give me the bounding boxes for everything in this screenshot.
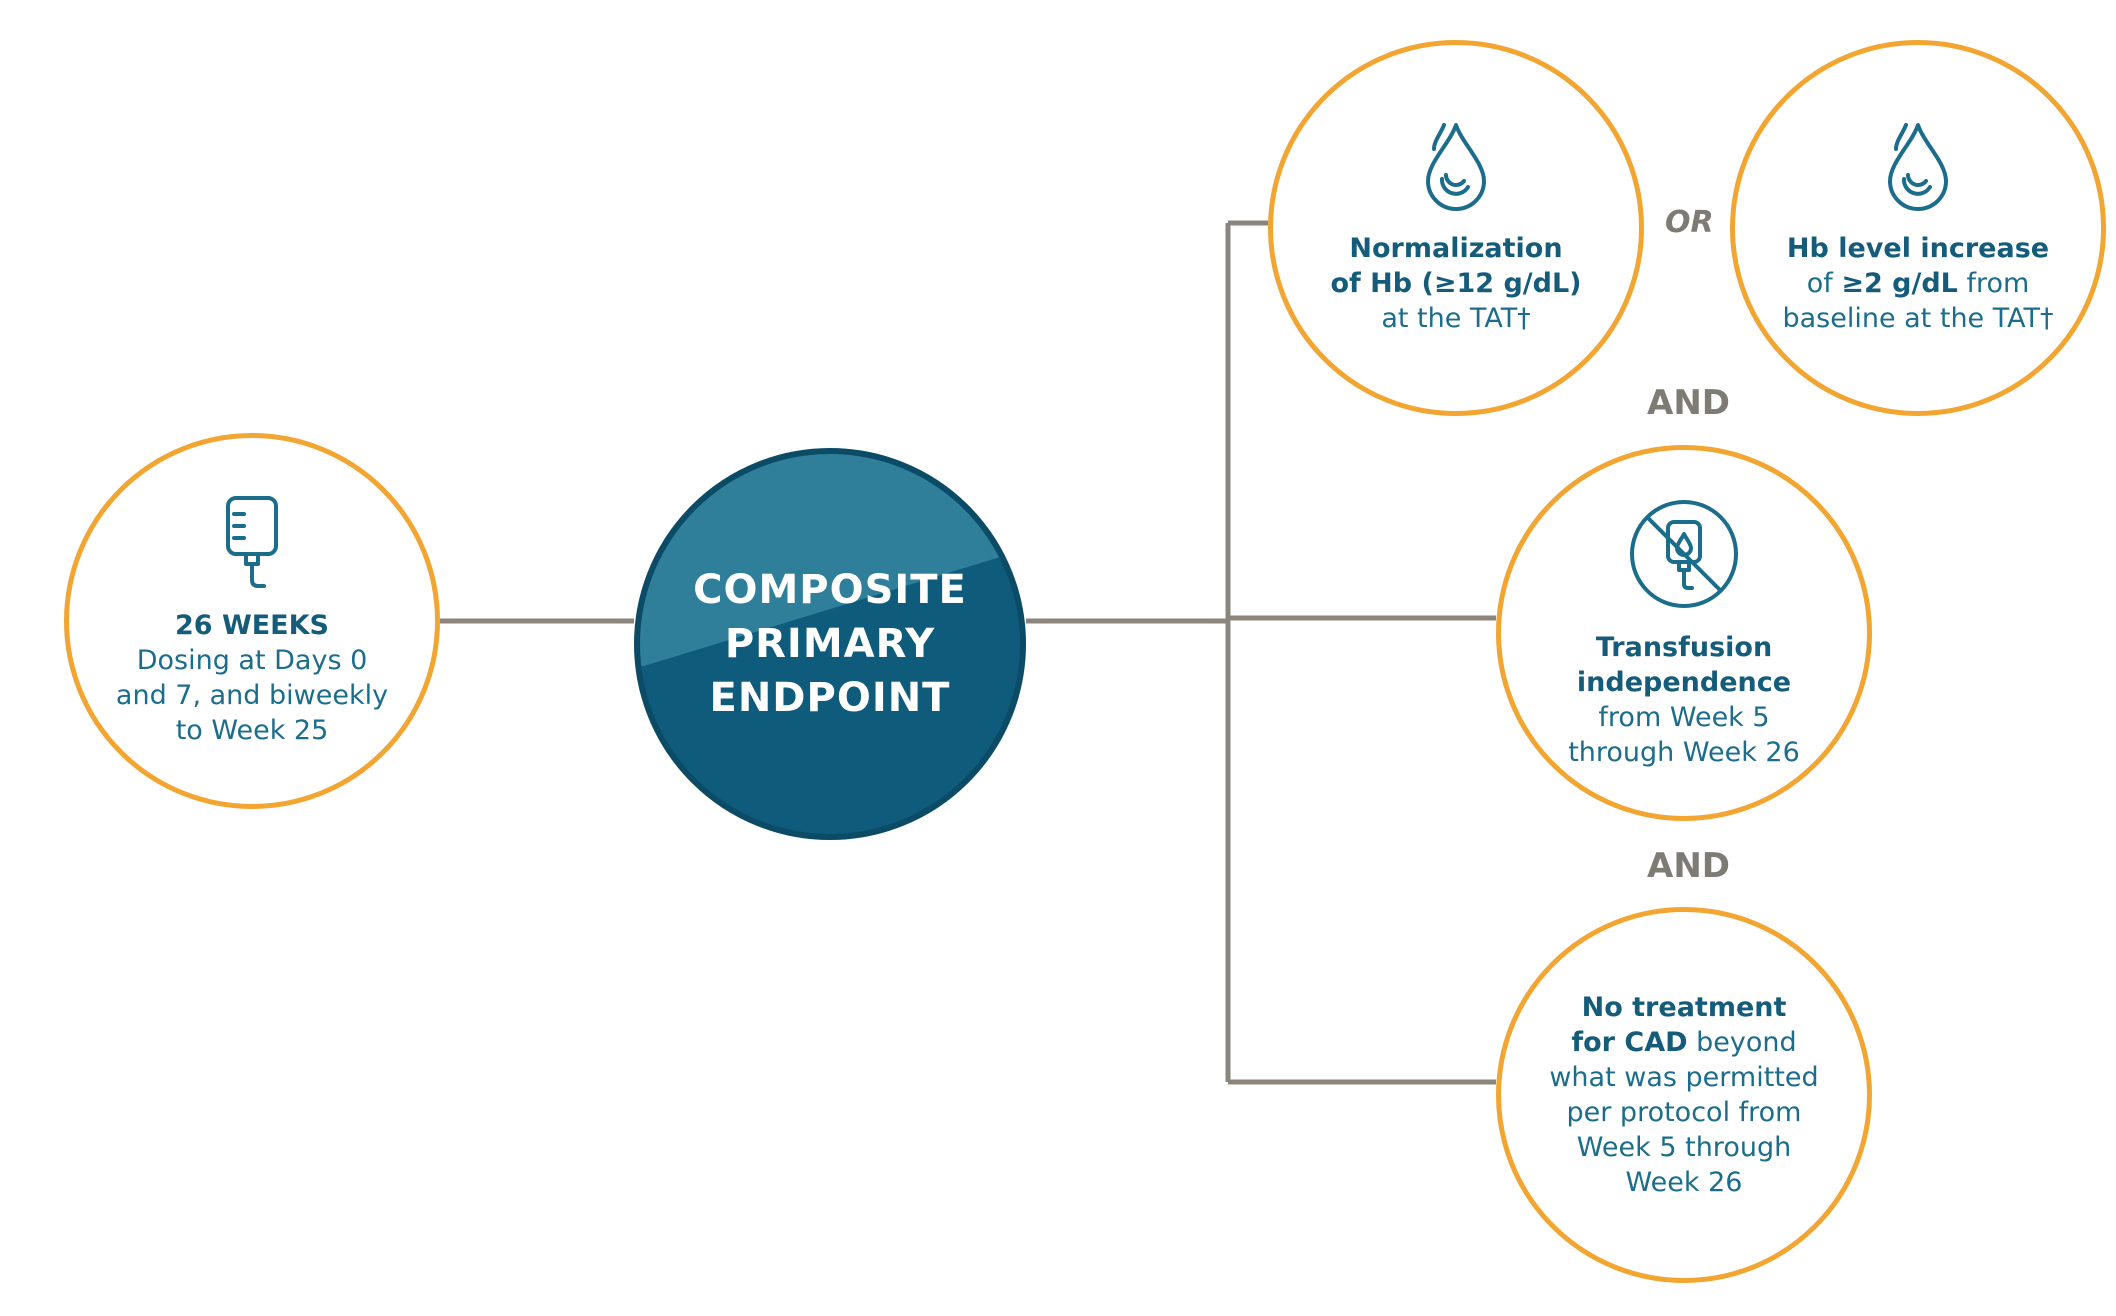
or-label: OR	[1665, 205, 1714, 240]
and-label-2: AND	[1647, 846, 1730, 886]
weeks-line2: and 7, and biweekly	[115, 680, 389, 711]
no-treatment-line3: what was permitted	[1549, 1062, 1819, 1093]
hb-increase-line2: of ≥2 g/dL from	[1807, 266, 2030, 301]
hb-increase-node: Hb level increase of ≥2 g/dL from baseli…	[1730, 40, 2106, 416]
center-line1: COMPOSITE	[693, 567, 967, 613]
hb-increase-pre: of	[1806, 267, 1842, 299]
transfusion-line2: independence	[1576, 667, 1792, 698]
transfusion-line1: Transfusion	[1595, 632, 1773, 663]
no-treatment-line1: No treatment	[1581, 992, 1787, 1023]
weeks-node: 26 WEEKS Dosing at Days 0 and 7, and biw…	[64, 433, 440, 809]
no-treatment-line2: for CAD beyond	[1571, 1025, 1796, 1060]
hb-increase-value: ≥2 g/dL	[1841, 267, 1958, 299]
transfusion-line4: through Week 26	[1568, 737, 1800, 768]
hb-normalization-line3: at the TAT†	[1381, 302, 1531, 334]
weeks-line1: Dosing at Days 0	[136, 645, 368, 676]
no-treatment-node: No treatment for CAD beyond what was per…	[1496, 907, 1872, 1283]
blood-drop-icon	[1420, 121, 1492, 217]
hb-increase-line3: baseline at the TAT†	[1782, 302, 2054, 334]
hb-normalization-line2: of Hb (≥12 g/dL)	[1330, 267, 1582, 299]
iv-bag-icon	[222, 494, 282, 594]
blood-drop-icon	[1882, 121, 1954, 217]
composite-endpoint-node: COMPOSITE PRIMARY ENDPOINT	[634, 448, 1026, 840]
no-treatment-line6: Week 26	[1625, 1167, 1743, 1198]
center-highlight	[640, 454, 1020, 668]
center-line2: PRIMARY	[724, 621, 936, 667]
center-line3: ENDPOINT	[709, 675, 951, 721]
no-transfusion-icon	[1626, 496, 1742, 616]
weeks-line3: to Week 25	[175, 715, 329, 746]
hb-increase-line1: Hb level increase	[1786, 232, 2050, 264]
hb-normalization-node: Normalization of Hb (≥12 g/dL) at the TA…	[1268, 40, 1644, 416]
no-treatment-line4: per protocol from	[1566, 1097, 1802, 1128]
no-treatment-line5: Week 5 through	[1576, 1132, 1792, 1163]
transfusion-line3: from Week 5	[1598, 702, 1770, 733]
and-label-1: AND	[1647, 383, 1730, 423]
hb-increase-post: from	[1957, 267, 2030, 299]
weeks-title: 26 WEEKS	[174, 610, 329, 641]
no-treatment-cad: for CAD	[1571, 1027, 1688, 1058]
hb-normalization-line1: Normalization	[1349, 232, 1563, 264]
no-treatment-beyond: beyond	[1687, 1027, 1797, 1058]
transfusion-node: Transfusion independence from Week 5 thr…	[1496, 445, 1872, 821]
